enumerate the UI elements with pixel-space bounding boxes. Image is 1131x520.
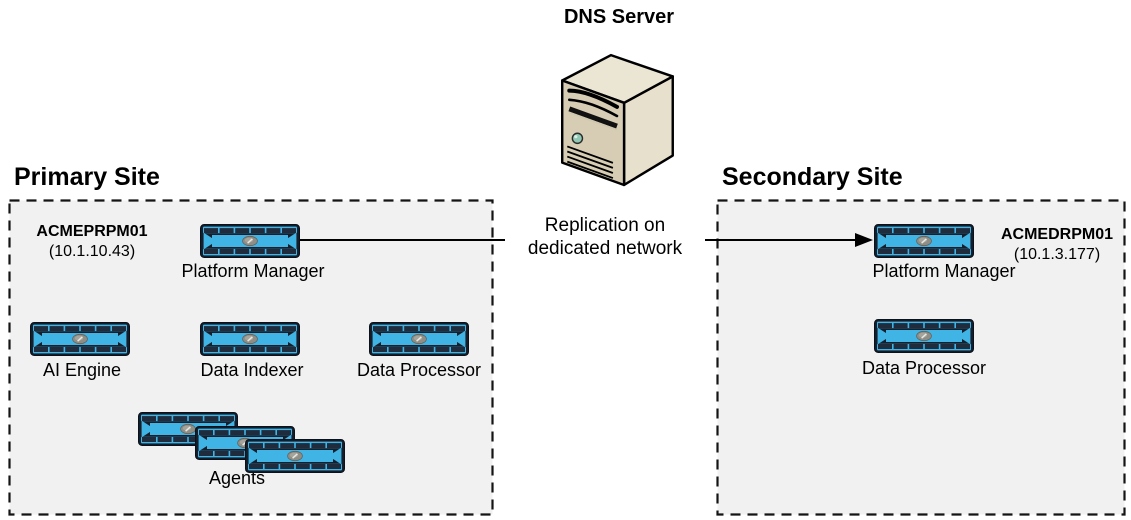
replication-label-line1: Replication on	[544, 215, 666, 236]
ai-engine-label: AI Engine	[42, 360, 122, 380]
primary-platform-manager-label: Platform Manager	[181, 261, 325, 281]
hostname: ACMEPRPM01	[36, 223, 148, 240]
secondary-platform-manager-host: ACMEDRPM01 (10.1.3.177)	[987, 225, 1127, 265]
replication-arrow-head-icon	[855, 233, 873, 247]
primary-data-processor-appliance-icon	[369, 322, 469, 356]
replication-label: Replication on dedicated network	[505, 213, 705, 261]
secondary-platform-manager-label: Platform Manager	[872, 261, 1016, 281]
ip-address: (10.1.10.43)	[48, 243, 136, 260]
data-indexer-label: Data Indexer	[200, 360, 304, 380]
primary-data-processor-label: Data Processor	[356, 360, 482, 380]
primary-platform-manager-appliance-icon	[200, 224, 300, 258]
primary-site-title: Primary Site	[14, 163, 160, 191]
hostname: ACMEDRPM01	[1000, 226, 1113, 243]
ip-address: (10.1.3.177)	[1013, 246, 1101, 263]
agents-label: Agents	[208, 468, 266, 488]
secondary-site-title: Secondary Site	[722, 163, 903, 191]
secondary-data-processor-label: Data Processor	[861, 358, 987, 378]
primary-platform-manager-host: ACMEPRPM01 (10.1.10.43)	[22, 222, 162, 262]
ai-engine-appliance-icon	[30, 322, 130, 356]
replication-label-line2: dedicated network	[527, 238, 683, 259]
dns-server-label: DNS Server	[563, 6, 675, 28]
data-indexer-appliance-icon	[200, 322, 300, 356]
dns-server-icon	[560, 53, 674, 187]
agent-appliance-icon-3	[245, 439, 345, 473]
secondary-platform-manager-appliance-icon	[874, 224, 974, 258]
secondary-data-processor-appliance-icon	[874, 319, 974, 353]
